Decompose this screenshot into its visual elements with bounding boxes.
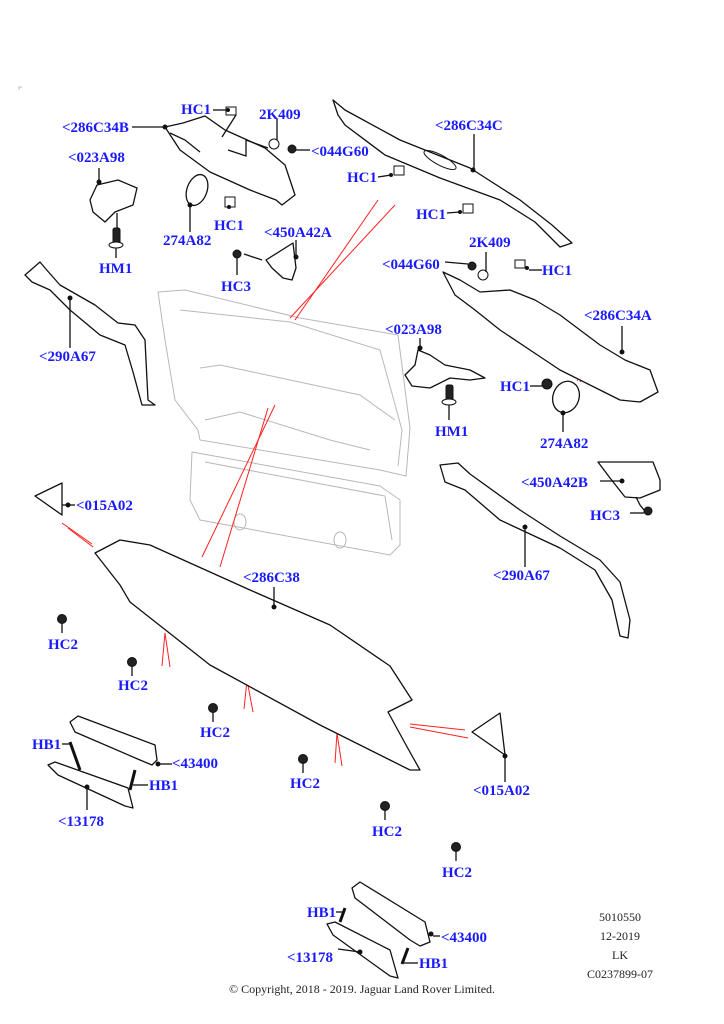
callout-hc2[interactable]: HC2 <box>48 637 78 653</box>
callout-hc1[interactable]: HC1 <box>347 170 377 186</box>
info-block: 5010550 12-2019 LK C0237899-07 <box>570 908 670 984</box>
callout-274a82[interactable]: 274A82 <box>163 233 212 249</box>
part-274a82-left[interactable] <box>182 172 212 232</box>
illustrator-initials: LK <box>612 948 628 962</box>
callout-hc2[interactable]: HC2 <box>118 678 148 694</box>
illustration-date: 12-2019 <box>600 929 640 943</box>
fastener-hm1-right <box>441 384 457 420</box>
callout-hb1[interactable]: HB1 <box>32 737 62 753</box>
illustration-number: 5010550 <box>599 910 641 924</box>
callout-023a98[interactable]: <023A98 <box>68 150 125 166</box>
callout-13178[interactable]: <13178 <box>58 814 105 830</box>
callout-hc1[interactable]: HC1 <box>181 102 211 118</box>
callout-044g60[interactable]: <044G60 <box>382 257 440 273</box>
callout-hc2[interactable]: HC2 <box>442 865 472 881</box>
callout-286c34c[interactable]: <286C34C <box>435 118 503 134</box>
part-13178-left[interactable] <box>47 761 134 810</box>
part-023a98-left[interactable] <box>89 179 138 231</box>
callout-290a67[interactable]: <290A67 <box>493 568 550 584</box>
part-13178-right[interactable] <box>326 921 399 979</box>
callout-hc1[interactable]: HC1 <box>214 218 244 234</box>
liftgate-context-ghost <box>157 289 411 556</box>
fastener-hb1 <box>68 741 410 965</box>
part-43400-left[interactable] <box>69 715 161 767</box>
callout-2k409[interactable]: 2K409 <box>259 107 301 123</box>
part-286c34b[interactable] <box>162 114 296 206</box>
reference-code: C0237899-07 <box>587 967 653 981</box>
callout-hc1[interactable]: HC1 <box>500 379 530 395</box>
fastener-hm1-left <box>108 227 124 258</box>
callout-hc2[interactable]: HC2 <box>290 776 320 792</box>
callout-290a67[interactable]: <290A67 <box>39 349 96 365</box>
reference-lines <box>61 199 595 767</box>
copyright-notice: © Copyright, 2018 - 2019. Jaguar Land Ro… <box>228 982 496 996</box>
callout-015a02[interactable]: <015A02 <box>76 498 133 514</box>
callout-hb1[interactable]: HB1 <box>149 778 179 794</box>
leader-lines <box>62 109 623 964</box>
part-286c38[interactable] <box>94 539 421 771</box>
callout-450a42b[interactable]: <450A42B <box>521 475 588 491</box>
part-286c34a[interactable] <box>442 271 659 403</box>
fastener-hc3 <box>232 249 653 516</box>
callout-hb1[interactable]: HB1 <box>307 905 337 921</box>
callout-015a02[interactable]: <015A02 <box>473 783 530 799</box>
fastener-2k409-044g60 <box>268 119 489 281</box>
callout-hc3[interactable]: HC3 <box>221 279 251 295</box>
callout-hc1[interactable]: HC1 <box>416 207 446 223</box>
callout-hc1[interactable]: HC1 <box>542 263 572 279</box>
part-015a02-left[interactable] <box>34 482 71 516</box>
part-286c34c[interactable] <box>332 99 573 248</box>
callout-13178[interactable]: <13178 <box>287 950 334 966</box>
part-290a67-left[interactable] <box>24 261 156 406</box>
callout-023a98[interactable]: <023A98 <box>385 322 442 338</box>
part-015a02-right[interactable] <box>471 712 508 782</box>
part-450a42a[interactable] <box>243 242 299 281</box>
fastener-hc1 <box>224 106 553 390</box>
corner-mark <box>18 86 22 90</box>
callout-286c34b[interactable]: <286C34B <box>62 120 129 136</box>
callout-044g60[interactable]: <044G60 <box>311 144 369 160</box>
callout-286c38[interactable]: <286C38 <box>243 570 300 586</box>
fastener-hc2 <box>57 614 461 861</box>
part-274a82-right[interactable] <box>548 378 583 432</box>
callout-43400[interactable]: <43400 <box>172 756 219 772</box>
callout-2k409[interactable]: 2K409 <box>469 235 511 251</box>
part-023a98-right[interactable] <box>404 345 486 389</box>
callout-hm1[interactable]: HM1 <box>99 261 133 277</box>
callout-450a42a[interactable]: <450A42A <box>264 225 332 241</box>
callout-hc2[interactable]: HC2 <box>200 725 230 741</box>
callout-286c34a[interactable]: <286C34A <box>584 308 652 324</box>
part-43400-right[interactable] <box>351 881 434 947</box>
callout-274a82[interactable]: 274A82 <box>540 436 589 452</box>
part-450a42b[interactable] <box>597 461 661 511</box>
callout-hc3[interactable]: HC3 <box>590 508 620 524</box>
callout-hb1[interactable]: HB1 <box>419 956 449 972</box>
callout-43400[interactable]: <43400 <box>441 930 488 946</box>
callout-hc2[interactable]: HC2 <box>372 824 402 840</box>
callout-hm1[interactable]: HM1 <box>435 424 469 440</box>
